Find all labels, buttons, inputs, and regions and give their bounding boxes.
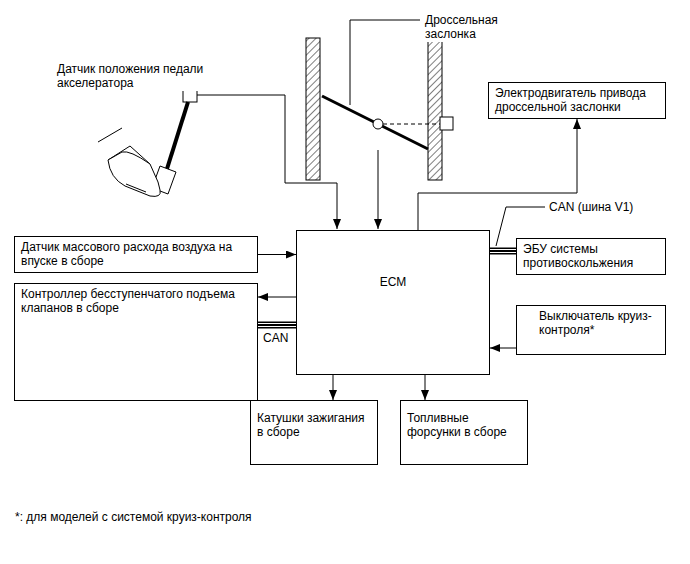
pedal-arm	[166, 102, 188, 172]
signal-arrow	[333, 375, 334, 400]
component-box: Выключатель круиз-контроля*	[516, 305, 666, 355]
shoe	[108, 152, 160, 197]
bus-gap	[490, 249, 516, 250]
bus-line	[490, 248, 516, 255]
component-box: Катушки зажигания в сборе	[250, 400, 378, 465]
throttle-wall	[306, 38, 320, 180]
bus-label: CAN	[262, 331, 289, 345]
throttle-shaft	[383, 124, 440, 125]
box-label: Топливные форсунки в сборе	[407, 411, 521, 440]
box-label: Выключатель круиз-контроля*	[539, 309, 659, 338]
throttle-pivot	[373, 119, 383, 129]
bus-gap	[258, 326, 296, 327]
throttle-plate	[322, 96, 428, 149]
box-label: ECM	[303, 275, 483, 289]
part-name: Дроссельная заслонка	[424, 13, 536, 42]
component-box: Датчик массового расхода воздуха на впус…	[14, 236, 258, 273]
throttle-wall	[428, 38, 442, 180]
signal-arrow	[258, 297, 296, 298]
can-bus	[490, 250, 516, 253]
signal-arrow	[490, 348, 516, 349]
bus-gap	[258, 323, 296, 324]
component-box: ЭБУ системы противоскольжения	[516, 238, 666, 275]
component-box: Электродвигатель привода дроссельной зас…	[488, 82, 666, 119]
box-label: Датчик массового расхода воздуха на впус…	[21, 240, 251, 269]
signal-line	[333, 375, 334, 400]
box-label: ЭБУ системы противоскольжения	[523, 242, 659, 271]
footnote: *: для моделей с системой круиз-контроля	[14, 510, 416, 524]
shoe-sole	[126, 184, 146, 192]
part-name: Датчик положения педали акселератора	[56, 62, 208, 91]
signal-arrow	[258, 254, 296, 255]
leader-line	[350, 20, 420, 105]
signal-line	[490, 348, 516, 349]
throttle-position-sensor	[440, 117, 453, 130]
signal-line	[258, 254, 296, 255]
component-box: Топливные форсунки в сборе	[400, 400, 528, 465]
signal-line	[425, 375, 426, 400]
signal-arrow	[425, 375, 426, 400]
box-label: Катушки зажигания в сборе	[257, 411, 371, 440]
signal-line	[378, 150, 379, 229]
bus-line	[258, 322, 296, 329]
box-label: Контроллер бесступенчатого подъема клапа…	[21, 287, 251, 316]
signal-line	[258, 297, 296, 298]
can-bus	[258, 324, 296, 327]
bus-label: CAN (шина V1)	[548, 200, 634, 214]
bus-gap	[490, 252, 516, 253]
box-label: Электродвигатель привода дроссельной зас…	[495, 86, 659, 115]
component-box: Контроллер бесступенчатого подъема клапа…	[14, 283, 258, 401]
control-module: ECM	[296, 230, 490, 375]
signal-line	[197, 95, 337, 229]
